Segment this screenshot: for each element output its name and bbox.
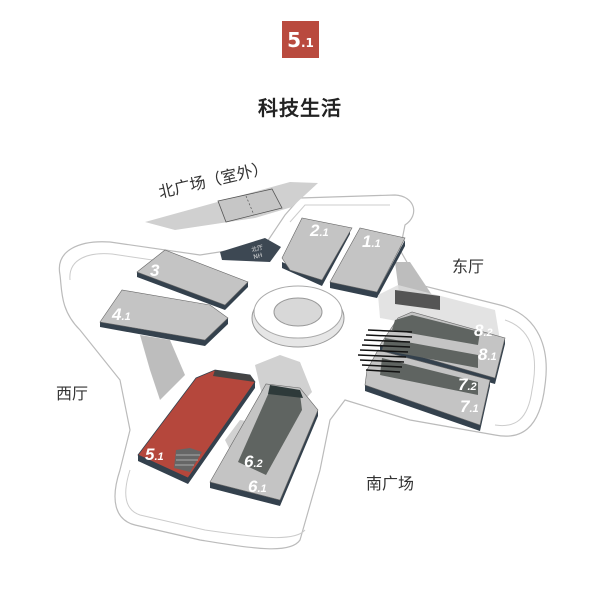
hall-1-1[interactable] <box>329 227 406 293</box>
hall-label-5-1: 5.1 <box>145 445 164 464</box>
east-hall-label: 东厅 <box>452 257 484 276</box>
hall-label-7-2: 7.2 <box>458 375 477 394</box>
north-hall-label-en: NH <box>253 252 264 261</box>
page-title: 科技生活 <box>258 96 342 120</box>
badge-sub: .1 <box>301 35 314 50</box>
hall-label-4-1: 4.1 <box>111 305 131 324</box>
hatched-area-5-1 <box>174 448 202 472</box>
hall-8-1[interactable] <box>382 338 478 368</box>
hall-8-2[interactable] <box>392 315 480 345</box>
hall-label-3: 3 <box>150 261 160 280</box>
hatched-area-east <box>357 329 413 373</box>
venue-inner-outline <box>69 204 535 539</box>
hall-label-1-1: 1.1 <box>362 232 381 251</box>
hall-label-6-1: 6.1 <box>248 477 267 496</box>
west-hall-label: 西厅 <box>56 384 88 403</box>
hall-6-2[interactable] <box>238 390 302 475</box>
hall-4-1[interactable] <box>99 289 229 341</box>
south-plaza-label: 南广场 <box>366 474 414 493</box>
hall-label-8-1: 8.1 <box>478 345 497 364</box>
north-hall-label-cn: 北厅 <box>250 243 264 254</box>
hall-label-8-2: 8.2 <box>474 321 493 340</box>
badge-main: 5 <box>287 27 301 52</box>
hall-label-2-1: 2.1 <box>309 221 329 240</box>
hall-7-2[interactable] <box>380 358 478 395</box>
hall-badge: 5.1 <box>282 21 319 58</box>
hall-label-6-2: 6.2 <box>244 452 263 471</box>
hall-3[interactable] <box>136 249 249 306</box>
north-hall[interactable] <box>220 238 281 262</box>
hall-label-7-1: 7.1 <box>460 397 479 416</box>
west-connector <box>140 335 185 400</box>
hall-2-1[interactable] <box>281 217 353 281</box>
north-plaza-tent <box>217 188 283 223</box>
